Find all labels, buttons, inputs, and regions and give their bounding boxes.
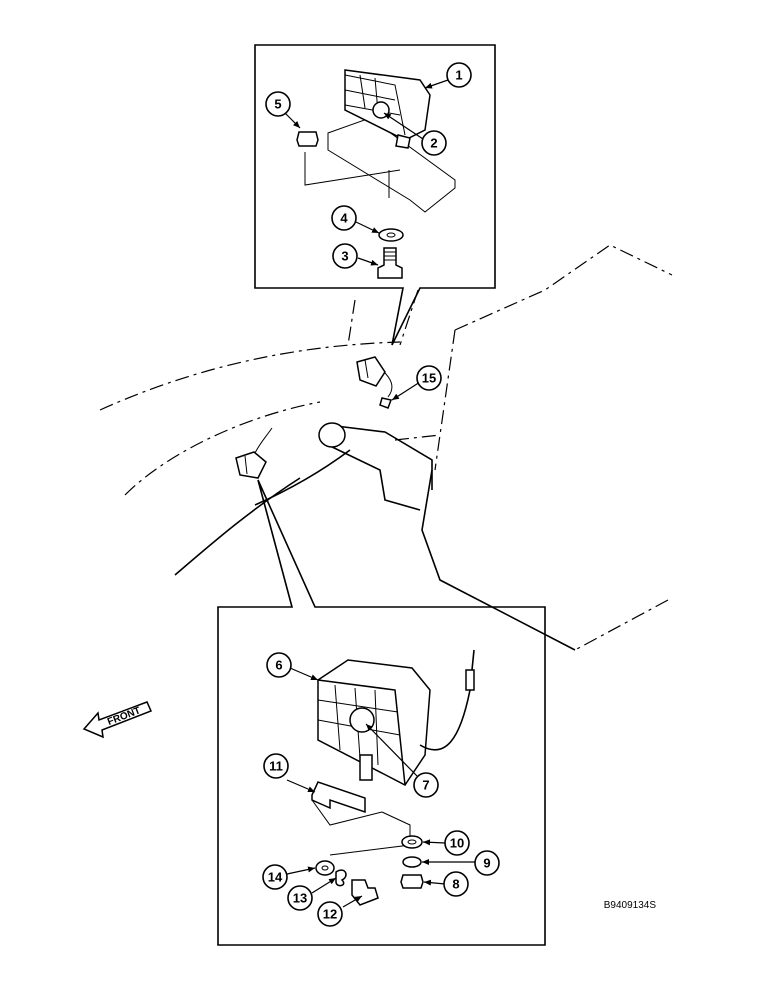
- leader-lines: [284, 79, 475, 908]
- svg-text:6: 6: [275, 658, 282, 673]
- svg-text:15: 15: [422, 371, 436, 386]
- svg-text:7: 7: [422, 778, 429, 793]
- bottom-detail-frame: [217, 479, 546, 946]
- svg-text:4: 4: [340, 211, 348, 226]
- bottom-lamp-assembly: [311, 649, 475, 906]
- callout-9: 9: [474, 850, 500, 876]
- svg-text:11: 11: [269, 759, 283, 774]
- cab-front-lamp: [356, 356, 393, 409]
- callout-6: 6: [266, 652, 292, 678]
- front-label: FRONT: [106, 705, 142, 728]
- callout-7: 7: [413, 772, 439, 798]
- svg-text:10: 10: [450, 836, 464, 851]
- callout-2: 2: [421, 130, 447, 156]
- callout-12: 12: [317, 901, 343, 927]
- svg-text:8: 8: [452, 877, 459, 892]
- callout-3: 3: [332, 243, 358, 269]
- callout-1: 1: [446, 62, 472, 88]
- callout-5: 5: [265, 91, 291, 117]
- svg-text:2: 2: [430, 136, 437, 151]
- boom-side-lamp: [235, 427, 273, 479]
- callout-4: 4: [331, 205, 357, 231]
- callout-15: 15: [416, 365, 442, 391]
- svg-text:9: 9: [483, 856, 490, 871]
- svg-text:12: 12: [323, 907, 337, 922]
- svg-text:13: 13: [293, 891, 307, 906]
- callout-8: 8: [443, 871, 469, 897]
- top-detail-frame: [254, 44, 496, 346]
- svg-text:14: 14: [268, 870, 283, 885]
- svg-text:1: 1: [455, 68, 462, 83]
- svg-text:3: 3: [341, 249, 348, 264]
- machine-outline: [99, 244, 673, 651]
- callout-13: 13: [287, 885, 313, 911]
- callout-10: 10: [444, 830, 470, 856]
- top-lamp-assembly: [296, 69, 456, 279]
- figure-code: B9409134S: [604, 900, 657, 911]
- svg-text:5: 5: [274, 97, 281, 112]
- callout-14: 14: [262, 864, 288, 890]
- callout-11: 11: [263, 753, 289, 779]
- front-direction-arrow: FRONT: [82, 701, 153, 739]
